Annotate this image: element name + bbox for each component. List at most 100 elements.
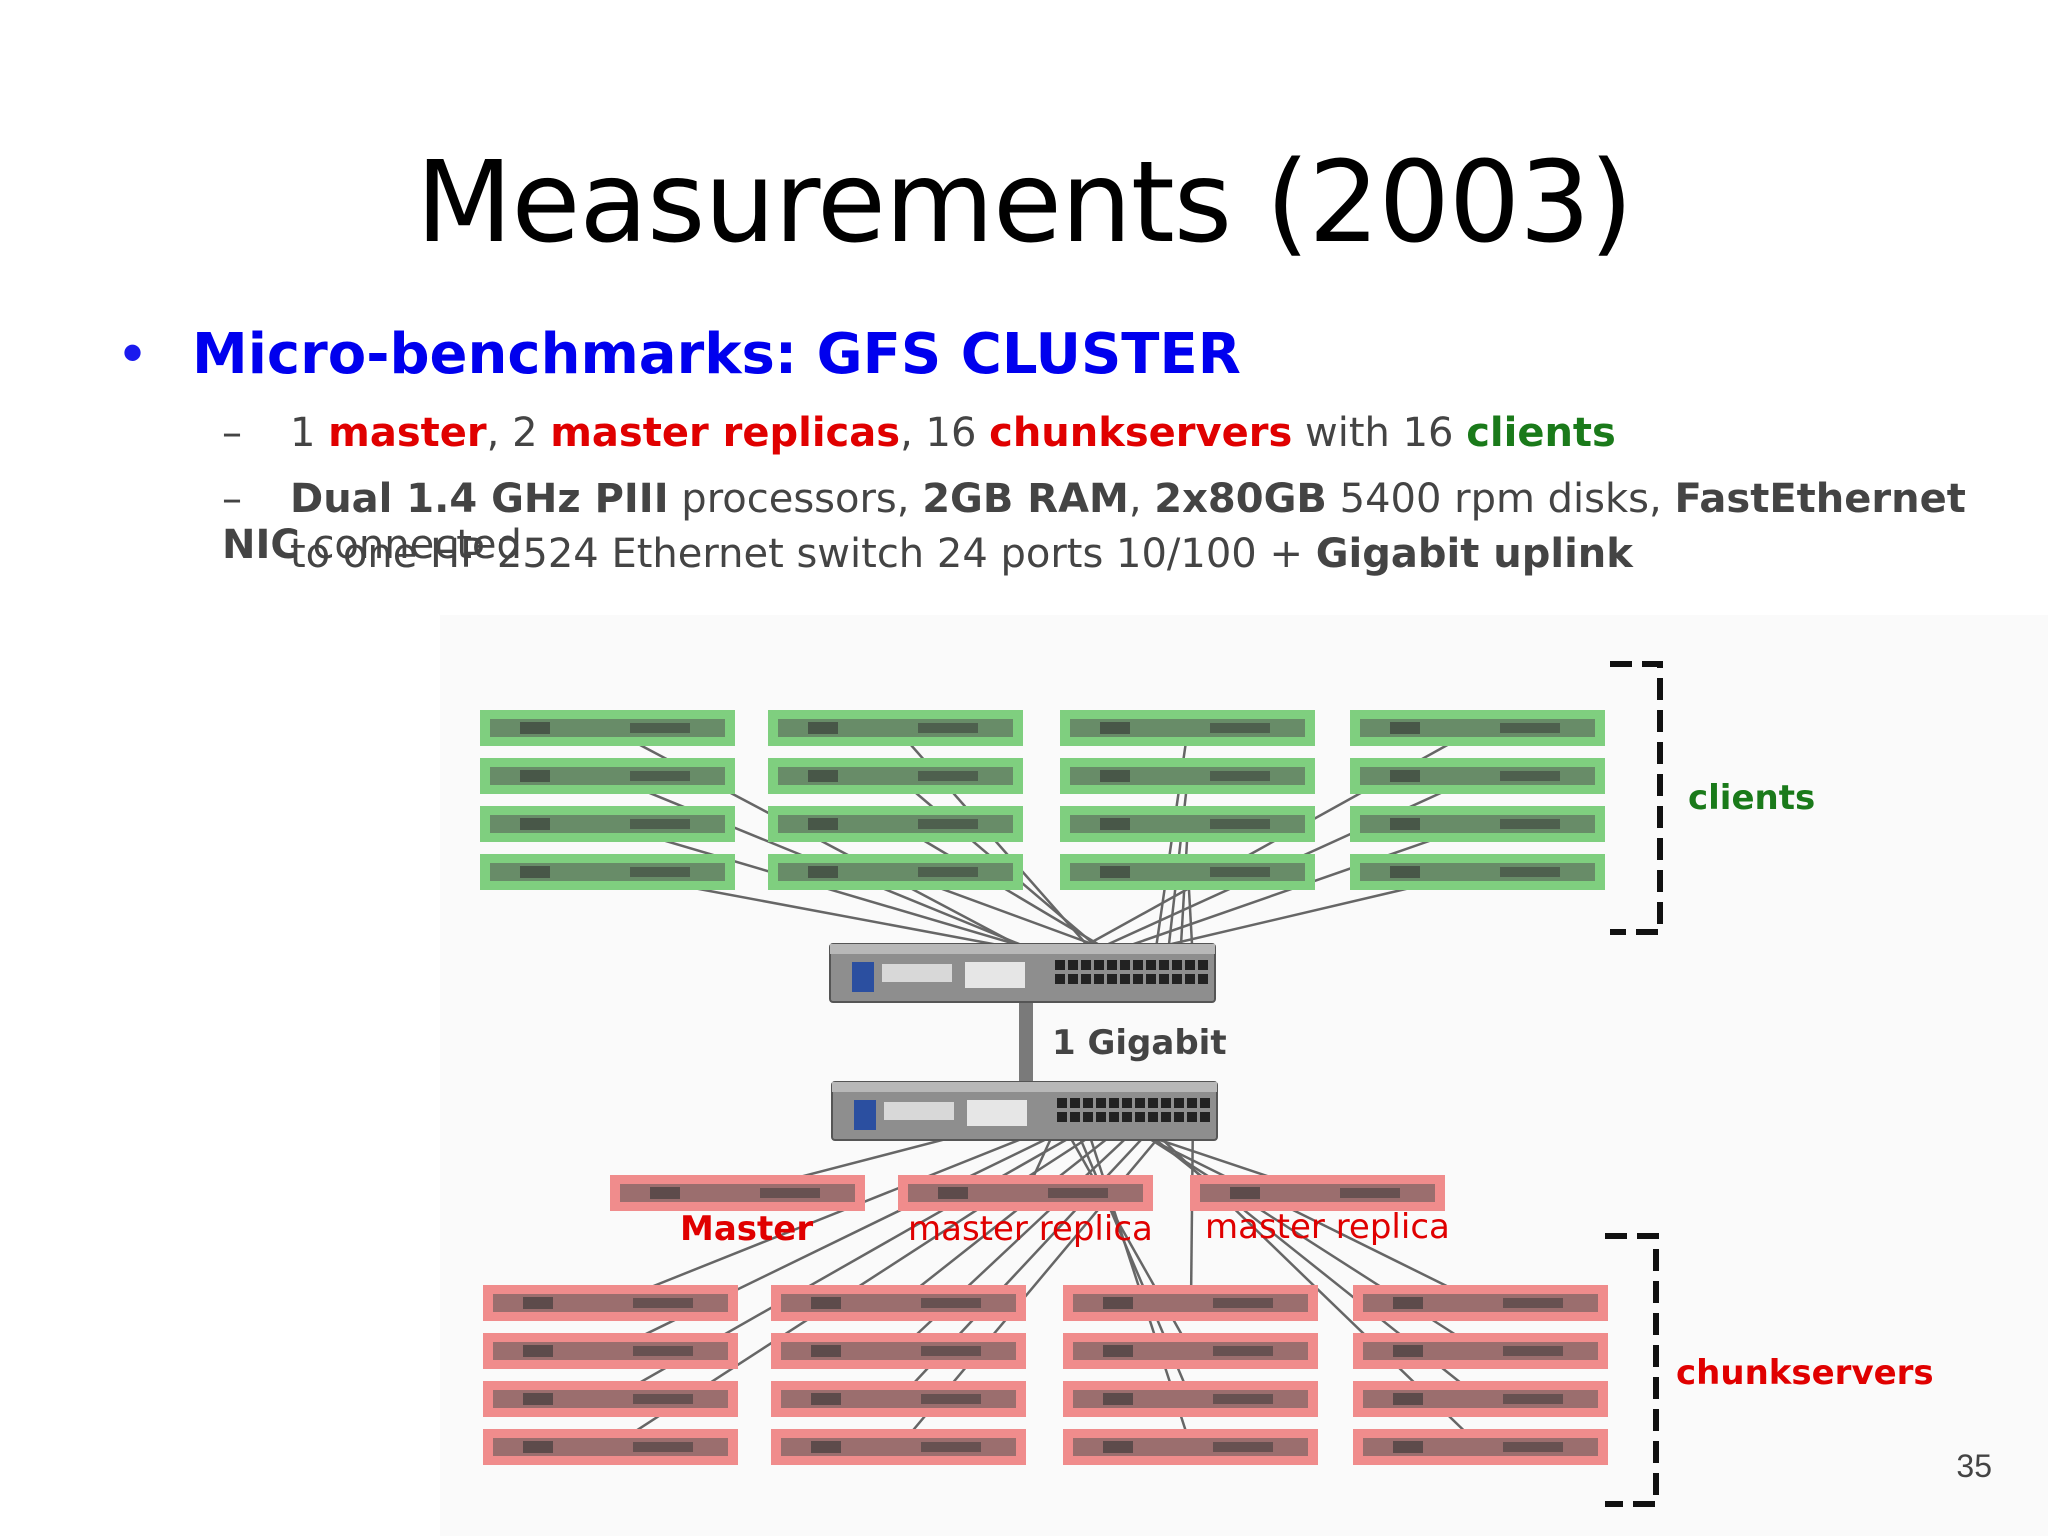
client-rack bbox=[768, 710, 1023, 746]
master-rack-drive bbox=[650, 1187, 680, 1199]
switch-top-port bbox=[1055, 974, 1065, 984]
client-rack-panel bbox=[630, 723, 690, 733]
switch-bottom-port bbox=[1200, 1098, 1210, 1108]
client-rack bbox=[1060, 854, 1315, 890]
client-rack-drive bbox=[808, 866, 838, 878]
switch-bottom-port bbox=[1122, 1098, 1132, 1108]
switch-top bbox=[829, 943, 1216, 1003]
client-rack bbox=[1060, 710, 1315, 746]
client-rack bbox=[1060, 806, 1315, 842]
chunkserver-rack-panel bbox=[633, 1298, 693, 1308]
chunkserver-rack-drive bbox=[523, 1297, 553, 1309]
client-rack-panel bbox=[1500, 771, 1560, 781]
switch-top-port bbox=[1172, 960, 1182, 970]
chunkserver-rack-panel bbox=[1503, 1394, 1563, 1404]
switch-top-port bbox=[1198, 960, 1208, 970]
client-rack bbox=[768, 806, 1023, 842]
chunkserver-rack bbox=[483, 1285, 738, 1321]
chunkserver-rack-panel bbox=[1213, 1442, 1273, 1452]
switch-top-display bbox=[965, 962, 1025, 988]
clients-label: clients bbox=[1688, 778, 1815, 818]
chunkserver-rack-panel bbox=[1503, 1346, 1563, 1356]
slide-title: Measurements (2003) bbox=[415, 138, 1633, 268]
chunkserver-rack bbox=[483, 1333, 738, 1369]
chunkserver-rack-drive bbox=[1393, 1345, 1423, 1357]
client-rack bbox=[480, 710, 735, 746]
chunkserver-rack-panel bbox=[921, 1442, 981, 1452]
chunkserver-rack-drive bbox=[811, 1441, 841, 1453]
switch-bottom-port bbox=[1161, 1098, 1171, 1108]
switch-bottom-port bbox=[1174, 1098, 1184, 1108]
switch-bottom-port bbox=[1057, 1112, 1067, 1122]
switch-top-port bbox=[1159, 974, 1169, 984]
switch-bottom-top bbox=[832, 1082, 1217, 1092]
client-rack-panel bbox=[1500, 867, 1560, 877]
bullet-icon: • bbox=[122, 319, 144, 386]
switch-top-port bbox=[1133, 960, 1143, 970]
client-rack-panel bbox=[630, 771, 690, 781]
chunkserver-rack bbox=[771, 1285, 1026, 1321]
chunkserver-rack-panel bbox=[633, 1346, 693, 1356]
switch-bottom-port bbox=[1070, 1098, 1080, 1108]
switch-bottom-port bbox=[1083, 1112, 1093, 1122]
chunkserver-rack bbox=[1063, 1381, 1318, 1417]
client-rack-panel bbox=[918, 819, 978, 829]
switch-top-port bbox=[1120, 960, 1130, 970]
replica-rack-drive bbox=[1230, 1187, 1260, 1199]
client-rack-drive bbox=[520, 722, 550, 734]
switch-bottom-port bbox=[1161, 1112, 1171, 1122]
switch-bottom-port bbox=[1083, 1098, 1093, 1108]
master-label: Master bbox=[680, 1209, 813, 1249]
client-rack bbox=[1350, 758, 1605, 794]
chunkserver-rack-drive bbox=[1393, 1441, 1423, 1453]
chunkserver-rack-drive bbox=[1393, 1297, 1423, 1309]
chunkserver-rack-drive bbox=[811, 1345, 841, 1357]
chunkserver-rack-panel bbox=[1213, 1394, 1273, 1404]
switch-top-port bbox=[1198, 974, 1208, 984]
switch-bottom-port bbox=[1096, 1098, 1106, 1108]
switch-top-port bbox=[1146, 960, 1156, 970]
client-cable bbox=[1081, 822, 1479, 964]
client-rack bbox=[480, 806, 735, 842]
switch-top-port bbox=[1094, 960, 1104, 970]
client-rack-drive bbox=[1100, 722, 1130, 734]
switch-bottom-port bbox=[1122, 1112, 1132, 1122]
client-rack bbox=[768, 758, 1023, 794]
chunkserver-rack-panel bbox=[921, 1298, 981, 1308]
switch-top-port bbox=[1133, 974, 1143, 984]
chunkserver-rack-panel bbox=[921, 1346, 981, 1356]
client-rack-panel bbox=[1210, 723, 1270, 733]
master-rack bbox=[610, 1175, 865, 1211]
chunkserver-rack bbox=[771, 1429, 1026, 1465]
client-rack-panel bbox=[918, 867, 978, 877]
chunkserver-rack-panel bbox=[1213, 1346, 1273, 1356]
switch-top-port bbox=[1068, 960, 1078, 970]
page-number: 35 bbox=[1956, 1448, 1992, 1484]
chunkserver-rack bbox=[771, 1381, 1026, 1417]
replica2-label: master replica bbox=[1205, 1207, 1450, 1247]
client-rack-panel bbox=[630, 867, 690, 877]
replica-rack bbox=[898, 1175, 1153, 1211]
switch-bottom-port bbox=[1109, 1098, 1119, 1108]
chunkserver-rack-panel bbox=[633, 1442, 693, 1452]
chunkserver-rack bbox=[1353, 1333, 1608, 1369]
chunkserver-rack bbox=[1063, 1333, 1318, 1369]
switch-top-port bbox=[1159, 960, 1169, 970]
replica-rack bbox=[1190, 1175, 1445, 1211]
replica-rack-panel bbox=[1340, 1188, 1400, 1198]
switches bbox=[829, 943, 1218, 1141]
switch-bottom-port bbox=[1174, 1112, 1184, 1122]
main-bullet: • Micro-benchmarks: GFS CLUSTER bbox=[122, 318, 1241, 387]
dash-icon: – bbox=[222, 410, 242, 456]
switch-bottom-port bbox=[1070, 1112, 1080, 1122]
replica-rack-drive bbox=[938, 1187, 968, 1199]
client-rack-drive bbox=[520, 866, 550, 878]
switch-top-port bbox=[1185, 974, 1195, 984]
chunkserver-rack bbox=[483, 1381, 738, 1417]
chunkserver-rack bbox=[771, 1333, 1026, 1369]
bullet-text: Micro-benchmarks: GFS CLUSTER bbox=[192, 322, 1241, 387]
client-cable bbox=[1178, 823, 1190, 963]
client-rack bbox=[1350, 710, 1605, 746]
client-rack-drive bbox=[1100, 818, 1130, 830]
chunkserver-rack-drive bbox=[523, 1441, 553, 1453]
